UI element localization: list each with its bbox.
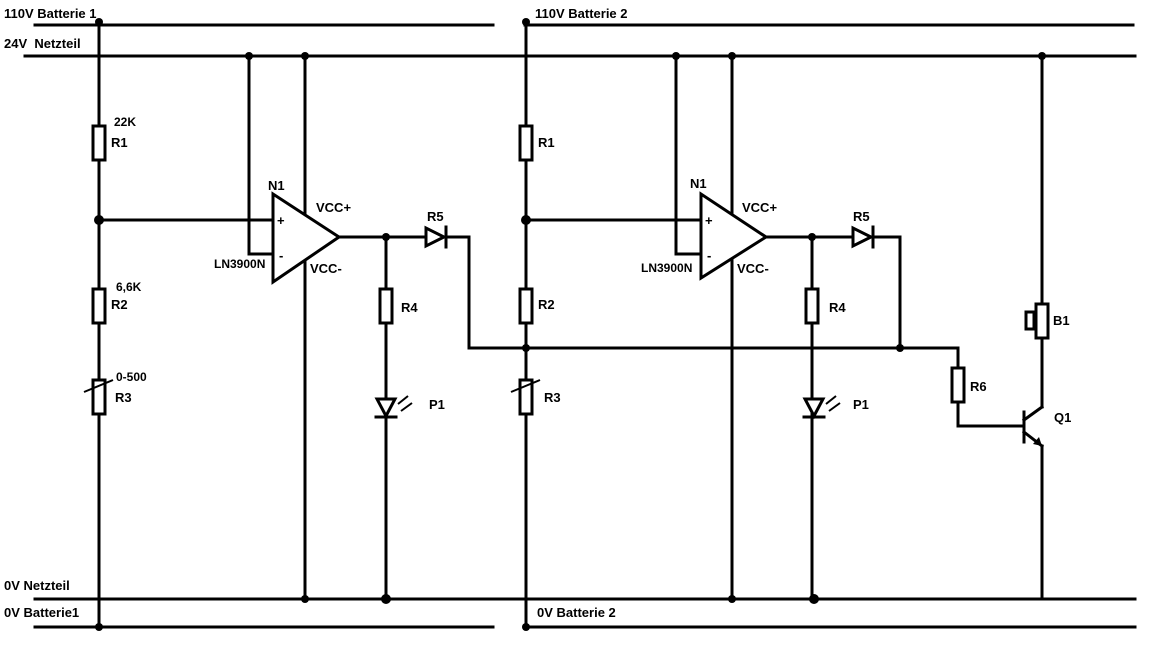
left-vcc-plus-label: VCC+ <box>316 200 351 215</box>
right-r1-resistor <box>518 124 534 162</box>
label-110v-battery2: 110V Batterie 2 <box>535 6 628 21</box>
junction-dot <box>728 595 736 603</box>
right-r5-label: R5 <box>853 209 870 224</box>
left-circuit: 22K R1 6,6K R2 0-500 R3 + - N1 LN3900N V… <box>83 18 471 631</box>
right-r5-diode <box>851 225 875 249</box>
junction-dot <box>522 18 530 26</box>
left-p1-ray <box>400 402 413 412</box>
label-0v-battery2: 0V Batterie 2 <box>537 605 616 620</box>
b1-label: B1 <box>1053 313 1070 328</box>
left-p1-led <box>374 397 398 420</box>
q1-label: Q1 <box>1054 410 1071 425</box>
left-r2-label: R2 <box>111 297 128 312</box>
left-r5-label: R5 <box>427 209 444 224</box>
q1-collector <box>1021 404 1045 423</box>
left-r1-label: R1 <box>111 135 128 150</box>
junction-dot <box>245 52 253 60</box>
left-r1-resistor <box>91 124 107 162</box>
right-r4-label: R4 <box>829 300 846 315</box>
right-opamp-minus: - <box>707 248 711 263</box>
junction-dot <box>301 595 309 603</box>
left-r2-resistor <box>91 287 107 325</box>
right-r3-label: R3 <box>544 390 561 405</box>
junction-dot <box>95 18 103 26</box>
left-opamp-n1 <box>271 191 342 285</box>
right-r3-potentiometer <box>518 378 534 416</box>
right-opamp-n1 <box>699 191 769 281</box>
left-r3-value: 0-500 <box>116 370 147 384</box>
r6-label: R6 <box>970 379 987 394</box>
junction-dot <box>672 52 680 60</box>
junction-dot <box>809 594 819 604</box>
junction-dot <box>1038 52 1046 60</box>
left-opamp-minus: - <box>279 248 283 263</box>
junction-dot <box>728 52 736 60</box>
left-r2-value: 6,6K <box>116 280 142 294</box>
right-circuit: R1 R2 R3 + - N1 LN3900N VCC+ VCC- R5 R4 <box>467 18 1071 631</box>
b1-buzzer <box>1034 302 1050 340</box>
junction-dot <box>381 594 391 604</box>
right-r2-resistor <box>518 287 534 325</box>
right-p1-led <box>802 397 826 420</box>
junction-dot <box>896 344 904 352</box>
label-110v-battery1: 110V Batterie 1 <box>4 6 97 21</box>
left-p1-ray <box>397 395 409 405</box>
left-r3-potentiometer <box>91 378 107 416</box>
right-opamp-part: LN3900N <box>641 261 692 275</box>
right-r2-label: R2 <box>538 297 555 312</box>
right-p1-ray <box>828 402 841 412</box>
left-vcc-minus-label: VCC- <box>310 261 342 276</box>
left-r1-value: 22K <box>114 115 136 129</box>
right-r1-label: R1 <box>538 135 555 150</box>
r6-resistor <box>950 366 966 404</box>
label-0v-psu: 0V Netzteil <box>4 578 70 593</box>
right-vcc-plus-label: VCC+ <box>742 200 777 215</box>
junction-dot <box>301 52 309 60</box>
right-vcc-minus-label: VCC- <box>737 261 769 276</box>
junction-dot <box>522 623 530 631</box>
left-r3-label: R3 <box>115 390 132 405</box>
junction-dot <box>95 623 103 631</box>
left-r5-diode <box>424 225 448 249</box>
left-r4-label: R4 <box>401 300 418 315</box>
left-r4-resistor <box>378 287 394 325</box>
right-opamp-name: N1 <box>690 176 707 191</box>
left-opamp-name: N1 <box>268 178 285 193</box>
left-opamp-plus: + <box>277 213 285 228</box>
right-opamp-plus: + <box>705 213 713 228</box>
left-opamp-part: LN3900N <box>214 257 265 271</box>
right-r4-resistor <box>804 287 820 325</box>
right-p1-label: P1 <box>853 397 869 412</box>
right-r3-wiper <box>510 379 541 393</box>
label-0v-battery1: 0V Batterie1 <box>4 605 79 620</box>
right-p1-ray <box>825 395 837 405</box>
left-p1-label: P1 <box>429 397 445 412</box>
rails <box>23 23 1137 629</box>
label-24v-psu: 24V Netzteil <box>4 36 81 51</box>
b1-buzzer-horn <box>1024 310 1036 331</box>
q1-emitter-arrow <box>1033 437 1042 446</box>
left-r3-wiper <box>83 379 114 393</box>
